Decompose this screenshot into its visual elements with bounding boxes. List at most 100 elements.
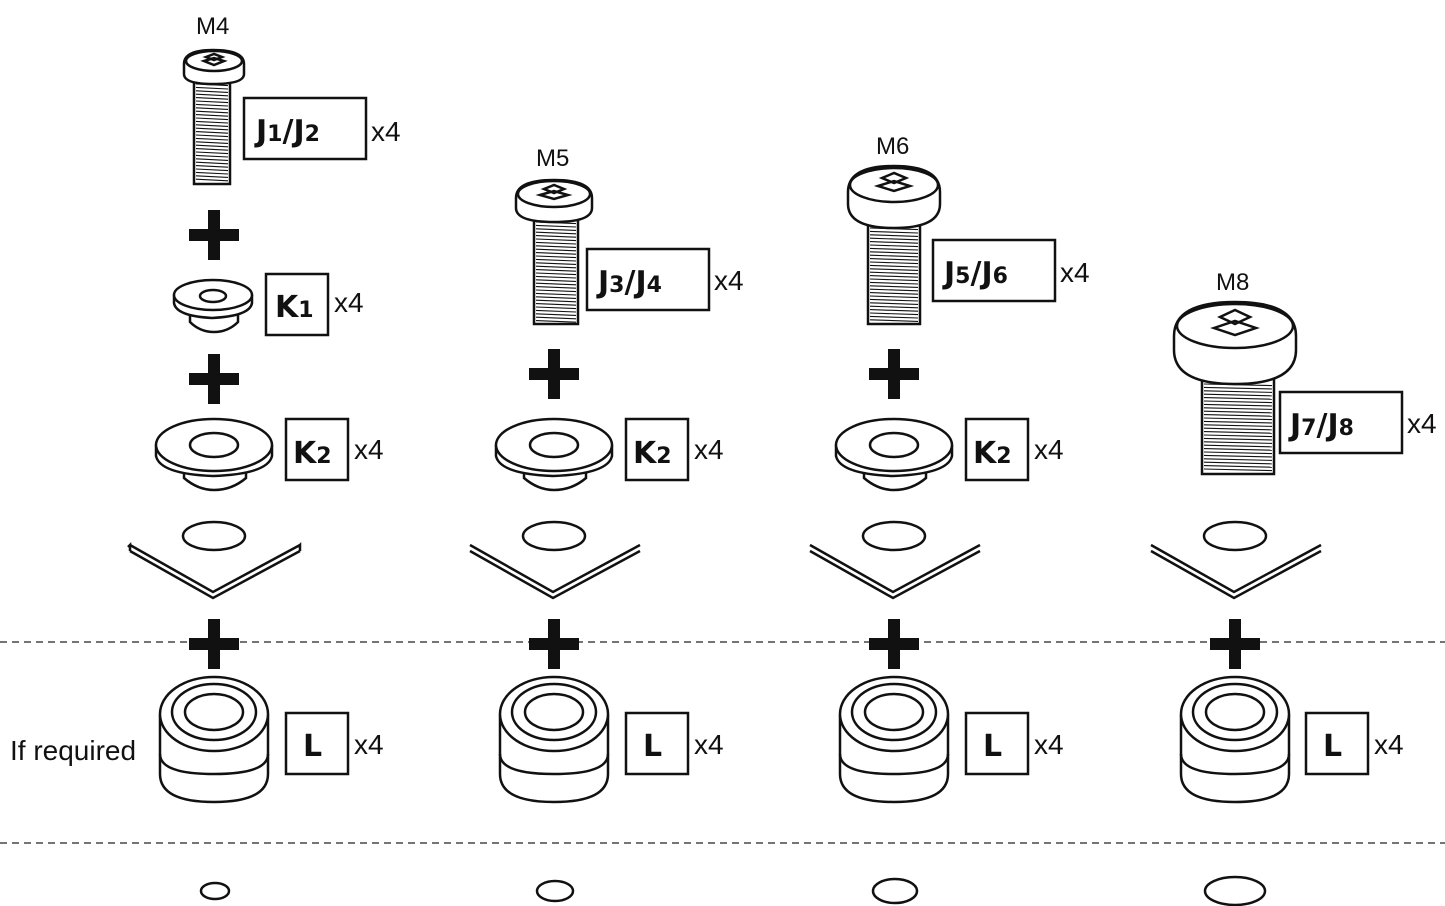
thread-line	[195, 124, 229, 127]
mounting-hole-icon	[199, 881, 231, 901]
thread-line	[869, 254, 919, 258]
thread-line	[535, 231, 577, 235]
thread-line	[535, 313, 577, 316]
mounting-hole-icon	[871, 877, 919, 905]
screw-qty: x4	[1060, 257, 1090, 288]
thread-line	[869, 315, 919, 319]
mounting-hole-icon	[535, 879, 575, 903]
screw-code-text: J7/J8	[1288, 408, 1354, 443]
thread-line	[1203, 400, 1273, 404]
thread-line	[869, 234, 919, 237]
column-m6: M6 J5/J6 x4 K2 x4	[809, 133, 1090, 905]
thread-line	[535, 320, 577, 323]
thread-line	[535, 292, 577, 296]
k2-qty: x4	[694, 434, 724, 465]
thread-line	[869, 309, 919, 312]
thread-line	[1203, 444, 1273, 448]
plus-icon	[869, 349, 919, 399]
screw-m8-icon	[1172, 300, 1298, 476]
l-code-box	[964, 711, 1030, 776]
k2-qty: x4	[354, 434, 384, 465]
screw-m4-icon	[182, 48, 246, 186]
k2-code-text: K2	[633, 436, 672, 471]
screw-qty: x4	[714, 265, 744, 296]
thread-line	[195, 141, 229, 144]
thread-line	[195, 134, 229, 138]
screw-size-label: M5	[536, 145, 569, 172]
plus-icon	[189, 619, 239, 669]
plus-icon	[529, 349, 579, 399]
thread-line	[195, 178, 229, 182]
bracket-plate-icon	[1150, 520, 1322, 600]
spacer-l-icon	[838, 675, 950, 804]
screw-code-text: J1/J2	[254, 114, 320, 149]
thread-line	[869, 285, 919, 288]
l-code-text: L	[303, 729, 322, 764]
thread-line	[1203, 431, 1273, 434]
thread-line	[535, 228, 577, 231]
thread-line	[869, 319, 919, 322]
plus-icon	[869, 619, 919, 669]
thread-line	[195, 131, 229, 134]
thread-line	[195, 100, 229, 104]
l-qty: x4	[1034, 729, 1064, 760]
thread-line	[195, 86, 229, 90]
thread-line	[195, 110, 229, 114]
column-m5: M5 J3/J4 x4 K2 x4	[469, 145, 744, 903]
thread-line	[535, 262, 577, 265]
thread-line	[869, 268, 919, 271]
l-code-text: L	[983, 729, 1002, 764]
bracket-plate-icon	[469, 520, 641, 600]
thread-line	[535, 316, 577, 320]
thread-line	[869, 275, 919, 278]
thread-line	[535, 269, 577, 272]
thread-line	[535, 296, 577, 299]
spacer-l-icon	[1179, 675, 1291, 804]
thread-line	[195, 117, 229, 121]
thread-line	[535, 235, 577, 238]
thread-line	[195, 175, 229, 178]
thread-line	[1203, 458, 1273, 461]
thread-line	[1203, 468, 1273, 472]
washer-k1-icon	[172, 278, 254, 334]
thread-line	[869, 241, 919, 244]
thread-line	[195, 148, 229, 151]
screw-size-label: M6	[876, 133, 909, 160]
l-code-box	[624, 711, 690, 776]
thread-line	[1203, 390, 1273, 393]
thread-line	[535, 275, 577, 279]
l-code-box	[1304, 711, 1370, 776]
thread-line	[195, 154, 229, 158]
thread-line	[1203, 448, 1273, 451]
spacer-l-icon	[158, 675, 270, 804]
thread-line	[195, 137, 229, 141]
thread-line	[869, 271, 919, 275]
k2-code-text: K2	[973, 436, 1012, 471]
k2-code-box	[964, 417, 1030, 482]
thread-line	[535, 255, 577, 259]
l-qty: x4	[1374, 729, 1404, 760]
screw-qty: x4	[1407, 408, 1437, 439]
l-qty: x4	[694, 729, 724, 760]
thread-line	[535, 252, 577, 255]
thread-line	[535, 245, 577, 248]
thread-line	[195, 144, 229, 148]
thread-line	[535, 303, 577, 306]
thread-line	[1203, 427, 1273, 431]
thread-line	[535, 299, 577, 303]
bracket-plate-icon	[809, 520, 981, 600]
thread-line	[195, 90, 229, 93]
thread-line	[535, 286, 577, 289]
thread-line	[1203, 417, 1273, 421]
thread-line	[1203, 386, 1273, 390]
k1-qty: x4	[334, 287, 364, 318]
thread-line	[869, 230, 919, 234]
plus-icon	[529, 619, 579, 669]
screw-m5-icon	[514, 178, 594, 326]
thread-line	[195, 103, 229, 107]
spacer-l-icon	[498, 675, 610, 804]
thread-line	[535, 238, 577, 242]
thread-line	[195, 151, 229, 155]
k2-qty: x4	[1034, 434, 1064, 465]
